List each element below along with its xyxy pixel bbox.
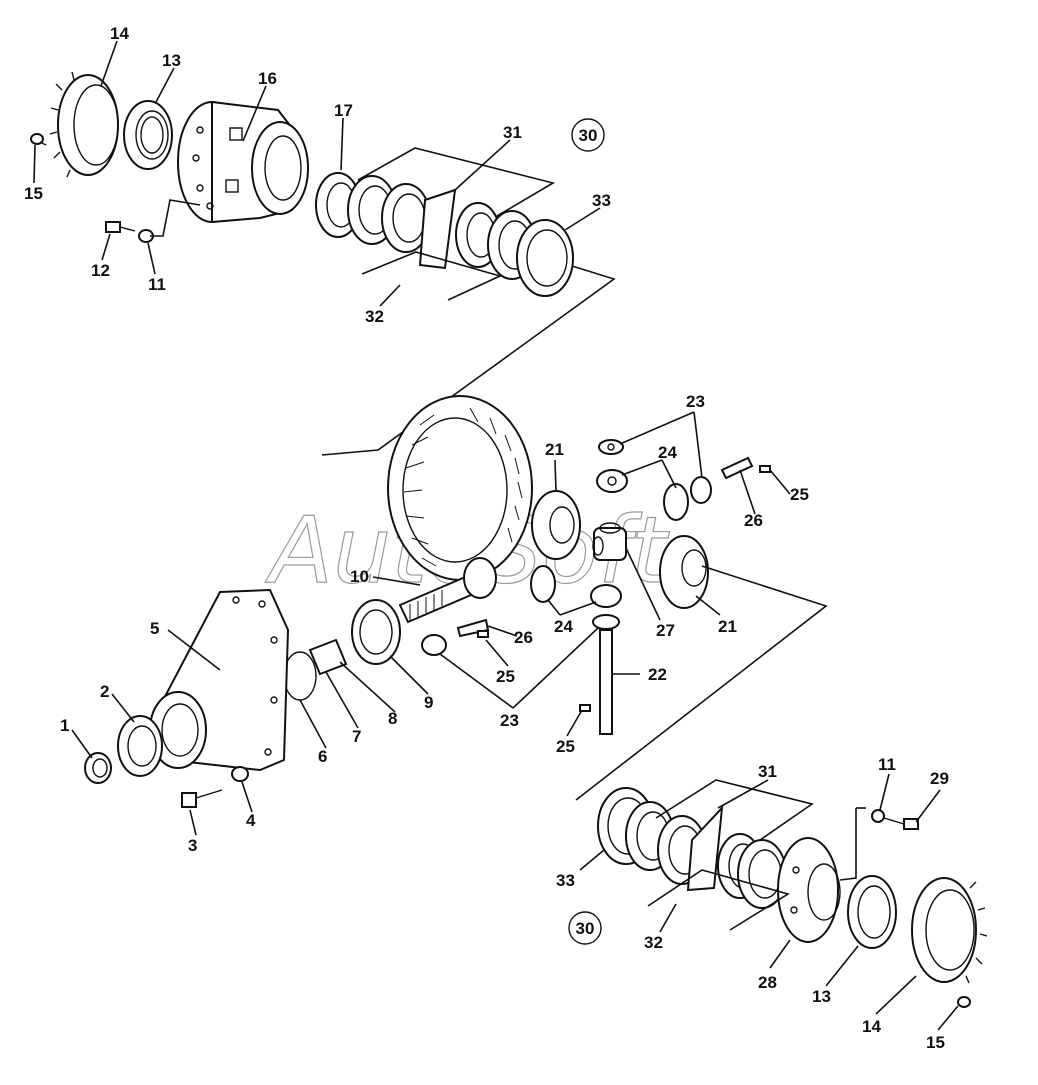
differential-housing — [177, 100, 309, 224]
callout-11-upper: 11 — [148, 275, 166, 294]
callout-31-upper: 31 — [503, 123, 522, 142]
dowel-25-bottom — [579, 704, 591, 712]
housing-cover-28 — [777, 837, 841, 943]
callout-15-lower: 15 — [926, 1033, 945, 1052]
pinion-housing — [149, 588, 290, 772]
thrust-washer-top — [598, 439, 624, 455]
callout-17: 17 — [334, 101, 353, 120]
lower-assembly — [579, 773, 988, 1031]
callout-23-bottom: 23 — [500, 711, 519, 730]
callout-11-lower: 11 — [878, 755, 896, 774]
callout-28: 28 — [758, 973, 777, 992]
callout-10: 10 — [350, 567, 369, 586]
callout-3: 3 — [188, 836, 197, 855]
callout-27: 27 — [656, 621, 675, 640]
callout-2: 2 — [100, 682, 109, 701]
ring-nut-lower — [911, 877, 988, 984]
callout-25-right: 25 — [790, 485, 809, 504]
callouts: 14 13 16 17 31 33 15 12 11 32 23 21 24 2… — [24, 24, 949, 1052]
ring-gear — [387, 395, 533, 581]
callout-1: 1 — [60, 716, 69, 735]
callout-26-right: 26 — [744, 511, 763, 530]
callout-16: 16 — [258, 69, 277, 88]
side-gear-left — [531, 490, 581, 560]
callout-24-bottom: 24 — [554, 617, 573, 636]
callout-4: 4 — [246, 811, 256, 830]
callout-25-bottom: 25 — [556, 737, 575, 756]
o-ring-6 — [283, 651, 317, 701]
callout-8: 8 — [388, 709, 397, 728]
group-30-lower: 30 — [568, 911, 602, 945]
side-gear-right — [659, 535, 709, 609]
nut-1 — [84, 752, 112, 784]
planet-gear-right — [663, 483, 689, 521]
planet-gear-left — [530, 565, 556, 603]
callout-33-lower: 33 — [556, 871, 575, 890]
callout-32-lower: 32 — [644, 933, 663, 952]
group-label-lower: 30 — [576, 919, 595, 938]
callout-26-left: 26 — [514, 628, 533, 647]
ring-nut-upper — [49, 71, 119, 178]
callout-25-mid: 25 — [496, 667, 515, 686]
dowel-25-mid — [477, 630, 489, 638]
callout-13-lower: 13 — [812, 987, 831, 1006]
clutch-pack-lower — [597, 787, 787, 909]
bolt-29 — [883, 817, 919, 830]
callout-7: 7 — [352, 727, 361, 746]
bearing-upper — [123, 100, 173, 170]
dowel-25-right — [759, 465, 771, 473]
spacer-8 — [308, 638, 348, 676]
bolt-3 — [181, 789, 223, 808]
callout-9: 9 — [424, 693, 433, 712]
planet-gear-top — [596, 469, 628, 493]
washer-11-lower — [871, 809, 885, 823]
thrust-washer-right — [690, 476, 712, 504]
pinion-gear — [398, 557, 497, 624]
callout-13-upper: 13 — [162, 51, 181, 70]
shaft-22 — [599, 629, 613, 735]
bolt-12 — [105, 221, 136, 233]
callout-5: 5 — [150, 619, 159, 638]
callout-14-upper: 14 — [110, 24, 129, 43]
callout-21-right: 21 — [718, 617, 737, 636]
bearing-2 — [117, 715, 163, 777]
callout-23-top: 23 — [686, 392, 705, 411]
callout-21-left: 21 — [545, 440, 564, 459]
callout-22: 22 — [648, 665, 667, 684]
callout-12: 12 — [91, 261, 110, 280]
callout-24-top: 24 — [658, 443, 677, 462]
bearing-lower — [847, 875, 897, 949]
callout-32-upper: 32 — [365, 307, 384, 326]
planet-gear-bottom — [590, 584, 622, 608]
thrust-washer-bottom — [592, 614, 620, 630]
clutch-pack-upper — [315, 172, 574, 297]
bolt-lower — [957, 996, 971, 1008]
callout-31-lower: 31 — [758, 762, 777, 781]
final-drive-assembly — [71, 395, 828, 836]
pin-26-right — [720, 456, 754, 480]
callout-14-lower: 14 — [862, 1017, 881, 1036]
upper-assembly — [30, 40, 616, 456]
group-label-upper: 30 — [579, 126, 598, 145]
thrust-washer-left — [421, 634, 447, 656]
bolt-upper — [30, 133, 47, 146]
callout-6: 6 — [318, 747, 327, 766]
callout-15-upper: 15 — [24, 184, 43, 203]
callout-29: 29 — [930, 769, 949, 788]
spider-cross — [592, 522, 627, 561]
callout-33-upper: 33 — [592, 191, 611, 210]
washer-4 — [231, 766, 249, 782]
group-30-upper: 30 — [571, 118, 605, 152]
bearing-9 — [351, 599, 401, 665]
